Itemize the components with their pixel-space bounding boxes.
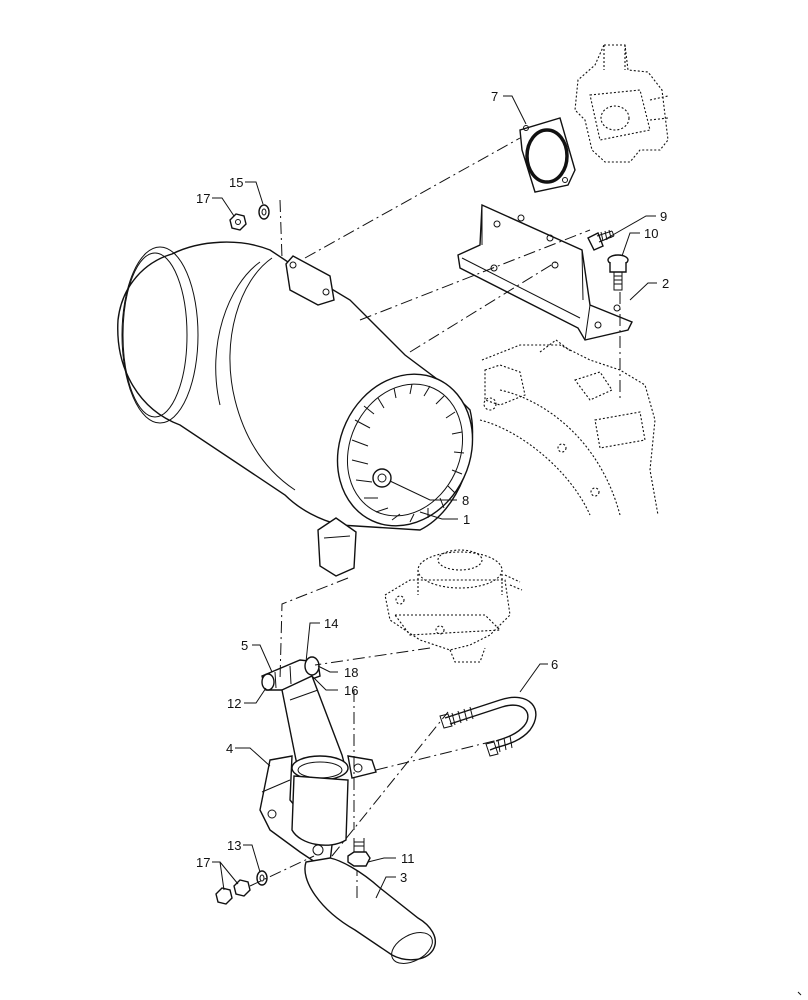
callout-4: 4	[226, 741, 233, 756]
muffler	[117, 241, 474, 577]
callout-17-top: 17	[196, 191, 210, 206]
clamp-assembly	[261, 656, 321, 691]
callout-8: 8	[462, 493, 469, 508]
engine-housing-top	[574, 44, 669, 163]
callout-13: 13	[227, 838, 241, 853]
callout-16: 16	[344, 683, 358, 698]
mounting-bracket	[457, 203, 633, 341]
u-bolt	[439, 696, 537, 757]
callout-15: 15	[229, 175, 243, 190]
callout-6: 6	[551, 657, 558, 672]
callout-17-bottom: 17	[196, 855, 210, 870]
turbo-housing	[384, 549, 523, 663]
gasket	[519, 117, 576, 193]
callout-11: 11	[401, 851, 415, 866]
callout-1: 1	[463, 512, 470, 527]
leader-lines	[212, 95, 657, 899]
callout-9: 9	[660, 209, 667, 224]
bolt-11	[347, 838, 371, 867]
corner-mark	[797, 991, 802, 996]
callout-12: 12	[227, 696, 241, 711]
washer-13	[256, 870, 268, 886]
callout-5: 5	[241, 638, 248, 653]
centerlines	[249, 137, 621, 898]
flywheel-housing	[479, 339, 659, 516]
callout-2: 2	[662, 276, 669, 291]
callout-7: 7	[491, 89, 498, 104]
bolt-9	[587, 229, 615, 251]
exhaust-pipe	[291, 755, 436, 964]
callout-10: 10	[644, 226, 658, 241]
callout-14: 14	[324, 616, 338, 631]
callout-3: 3	[400, 870, 407, 885]
nut-17-bottom	[215, 879, 251, 905]
bolt-10	[607, 254, 629, 291]
callout-labels: 1 2 3 4 5 6 7 8 9 10 11 12 13 14 15 16 1…	[196, 89, 669, 885]
washer-15	[258, 204, 270, 220]
callout-18: 18	[344, 665, 358, 680]
nut-17-top	[229, 213, 247, 231]
muffler-louvers	[351, 383, 465, 523]
